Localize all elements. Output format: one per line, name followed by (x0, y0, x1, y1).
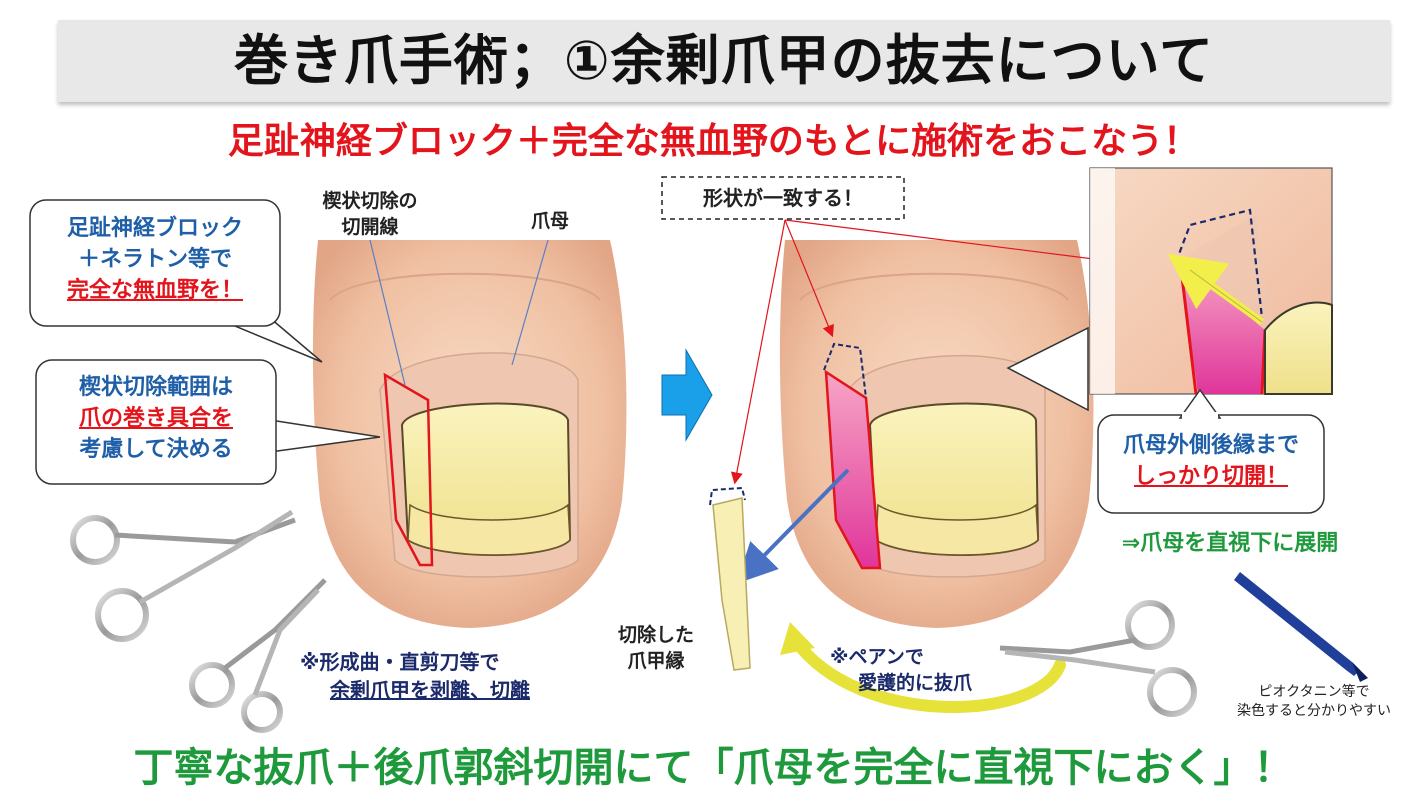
right-toe (736, 240, 1094, 628)
callout-range: 楔状切除範囲は 爪の巻き具合を 考慮して決める (36, 372, 276, 465)
callout-block: 足趾神経ブロック ＋ネラトン等で 完全な無血野を！ (30, 213, 280, 306)
label-resected: 切除した 爪甲縁 (617, 624, 694, 672)
marker-note: ピオクタニン等で 染色すると分かりやすい (1237, 684, 1391, 719)
callout-block-line3: 完全な無血野を！ (66, 278, 243, 303)
pean-forceps-icon (999, 600, 1197, 717)
callout-matrix: 爪母外側後縁まで しっかり切開！ (1122, 433, 1299, 489)
curved-arrow-icon (789, 634, 1066, 714)
subtitle: 足趾神経ブロック＋完全な無血野のもとに施術をおこなう！ (227, 121, 1200, 162)
label-incision: 楔状切除の 切開線 (322, 190, 418, 238)
next-arrow-icon (661, 348, 713, 442)
callout-block-line2: ＋ネラトン等で (77, 247, 232, 272)
note-pean: ※ペアンで 愛護的に抜爪 (830, 646, 972, 694)
page-title: 巻き爪手術；①余剰爪甲の抜去について (233, 29, 1215, 92)
zoom-detail (1089, 167, 1333, 395)
note-scissors: ※形成曲・直剪刀等で 余剰爪甲を剥離、切離 (300, 650, 530, 702)
label-matrix: 爪母 (530, 210, 569, 232)
left-toe (312, 239, 627, 628)
marker-pen-icon (1234, 572, 1368, 682)
callout-block-line1: 足趾神経ブロック (66, 216, 243, 241)
scissors-icon (70, 509, 296, 642)
callout-range-line1: 楔状切除範囲は (78, 375, 233, 400)
expand-note: ⇒爪母を直視下に展開 (1121, 531, 1339, 556)
callout-range-line3: 考慮して決める (79, 437, 233, 462)
shape-match-label: 形状が一致する！ (703, 186, 863, 210)
resected-nail-strip (709, 486, 751, 671)
footer-text: 丁寧な抜爪＋後爪郭斜切開にて「爪母を完全に直視下におく」！ (133, 745, 1294, 791)
title-bar (58, 20, 1390, 102)
callout-range-line2: 爪の巻き具合を (78, 406, 233, 431)
scissors-icon-straight (189, 578, 327, 733)
